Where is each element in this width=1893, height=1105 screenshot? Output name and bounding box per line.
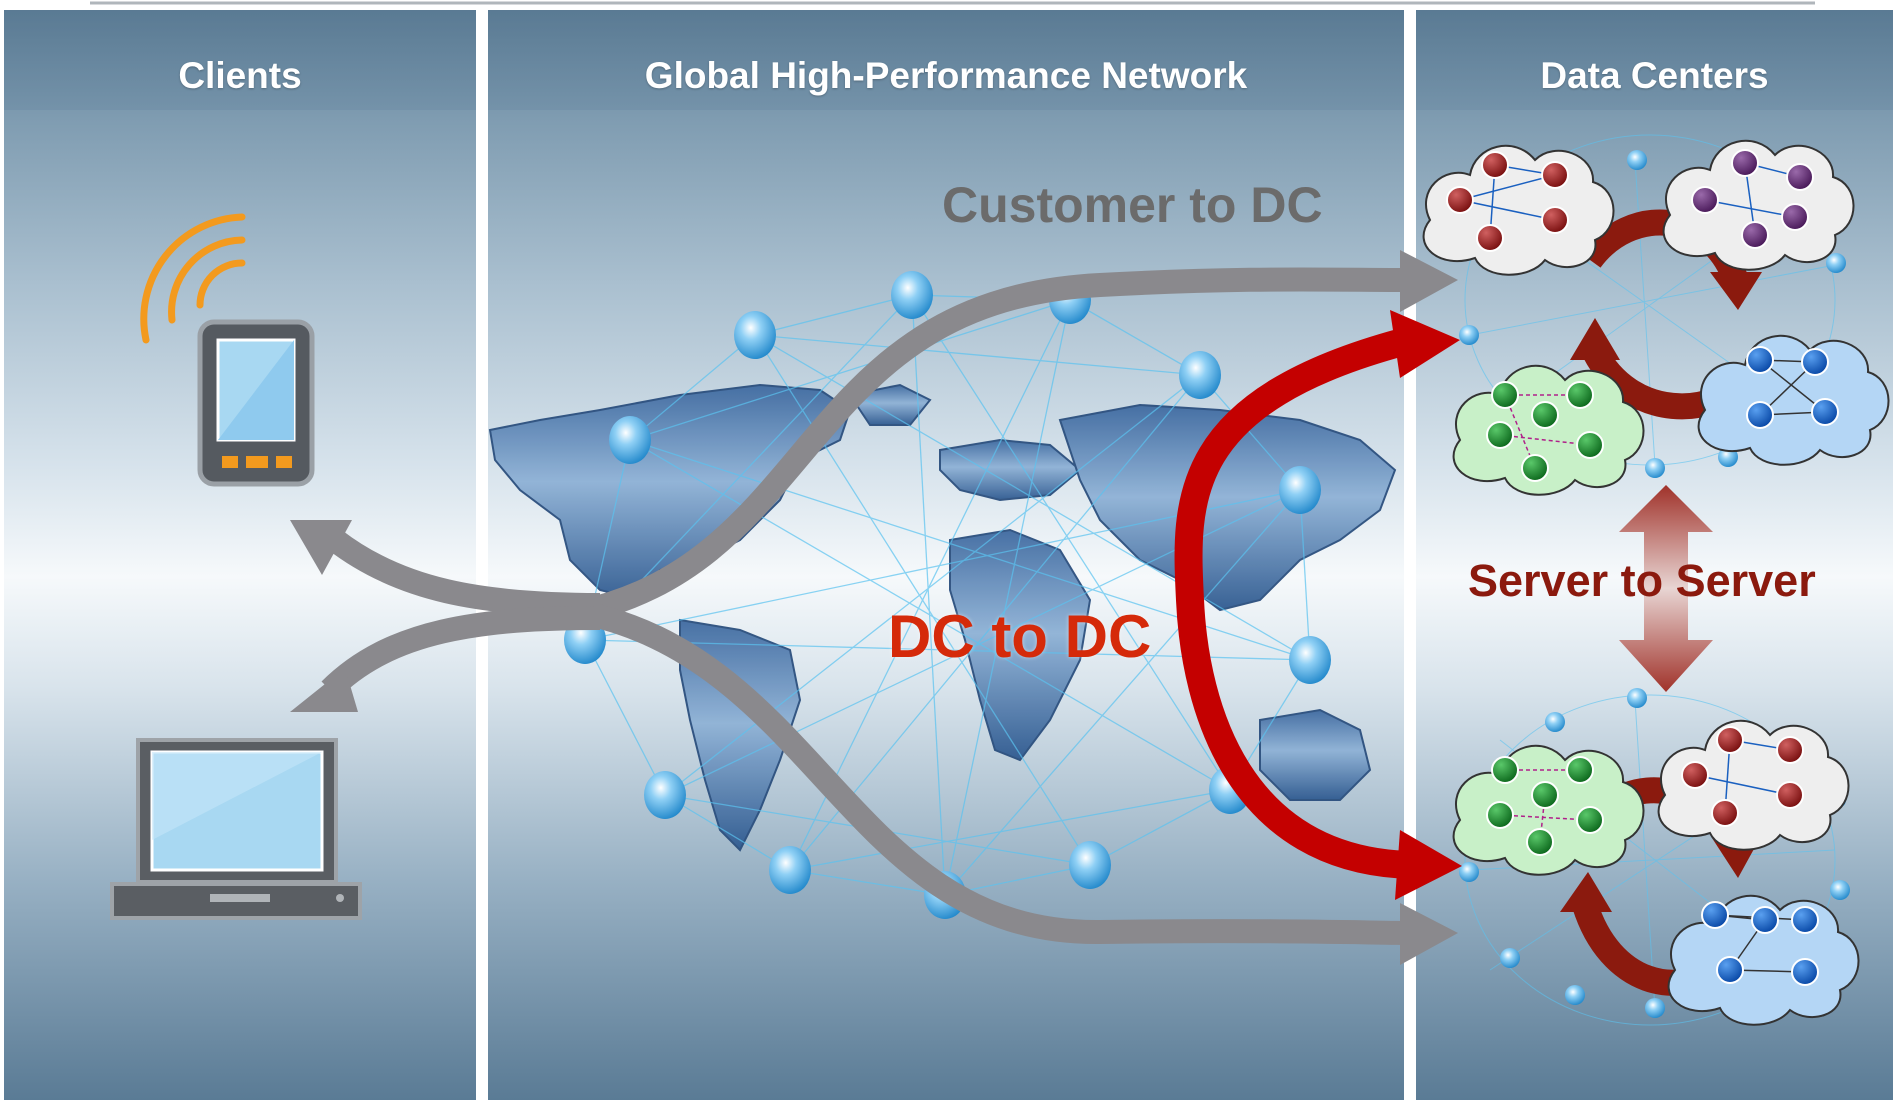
- clients-panel: [4, 10, 476, 1100]
- network-node: [769, 846, 811, 894]
- gray-arrowheads: [290, 250, 1458, 965]
- customer-to-dc-label: Customer to DC: [942, 177, 1323, 233]
- network-node: [1279, 466, 1321, 514]
- network-node: [891, 271, 933, 319]
- cloud-purple-top: [1662, 139, 1855, 271]
- europe: [939, 438, 1082, 502]
- network-node: [644, 771, 686, 819]
- network-node: [1179, 351, 1221, 399]
- network-node: [734, 311, 776, 359]
- north-america: [488, 383, 852, 602]
- clients-header-band: [4, 10, 476, 110]
- customer-to-dc-arrows: [321, 267, 1411, 945]
- cloud-blue-top: [1697, 334, 1890, 466]
- network-column-title: Global High-Performance Network: [644, 55, 1248, 96]
- dc-top-arrowheads: [1570, 272, 1762, 360]
- gray-arrow-to-laptop: [321, 606, 601, 699]
- dc-to-dc-label: DC to DC: [888, 603, 1152, 670]
- clients-column-title: Clients: [178, 55, 302, 96]
- gray-arrow-to-top-dc: [577, 267, 1411, 624]
- datacenters-column-title: Data Centers: [1540, 55, 1769, 96]
- smartphone-icon: [197, 319, 315, 487]
- cloud-red-bottom: [1657, 719, 1850, 851]
- cloud-green-bottom: [1452, 744, 1645, 876]
- laptop-icon: [110, 738, 362, 920]
- network-header-band: [488, 10, 1404, 110]
- dc-to-dc-arrow: [1174, 310, 1462, 900]
- network-node: [1069, 841, 1111, 889]
- gray-arrow-to-bottom-dc: [577, 600, 1411, 945]
- network-node: [609, 416, 651, 464]
- server-to-server-label: Server to Server: [1468, 555, 1816, 606]
- cloud-blue-bottom: [1667, 894, 1860, 1026]
- server-to-server-arrow: [1619, 485, 1713, 692]
- wifi-signal-icon: [140, 213, 246, 344]
- cloud-red-top: [1422, 144, 1615, 276]
- gray-arrow-to-phone: [327, 530, 601, 617]
- cloud-green-top: [1452, 364, 1645, 496]
- australia: [1259, 708, 1372, 801]
- network-node: [1289, 636, 1331, 684]
- datacenters-header-band: [1416, 10, 1893, 110]
